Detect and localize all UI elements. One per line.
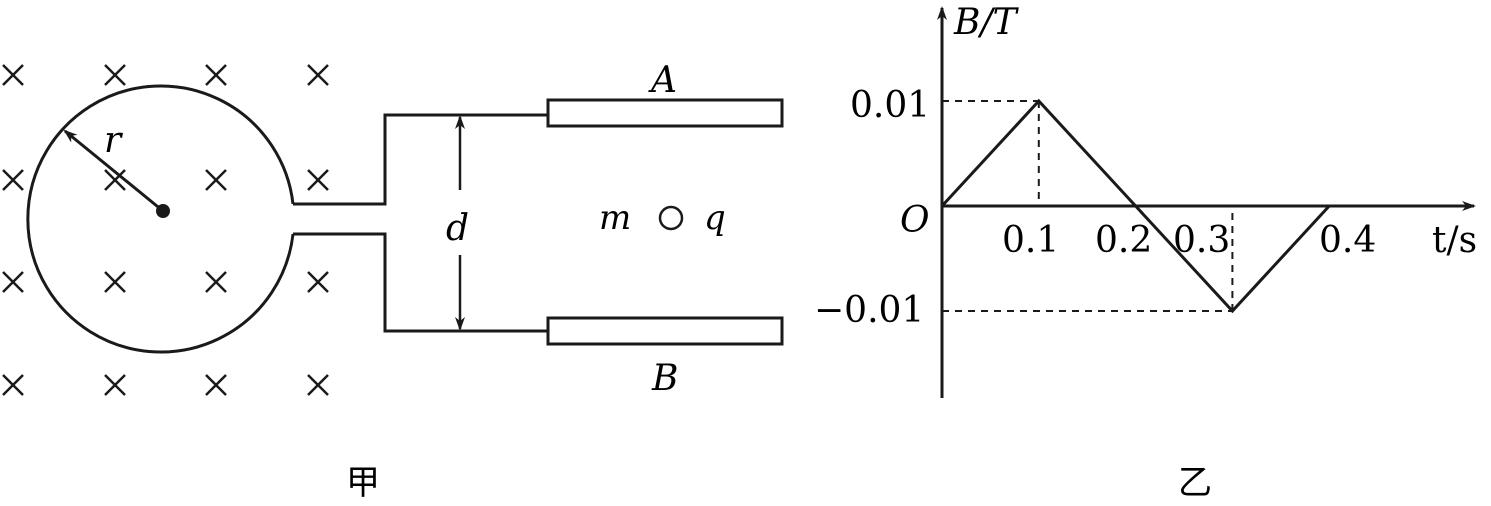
x-tick-label: 0.3 [1173,220,1230,261]
field-cross [205,271,227,293]
mass-label: m [599,198,631,238]
x-tick-label: 0.1 [1002,220,1059,261]
field-cross [104,64,126,86]
field-cross [2,169,24,191]
x-tick-labels: 0.1 0.2 0.3 0.4 [1002,220,1376,261]
x-axis-label: t/s [1432,220,1477,261]
left-caption: 甲 [346,463,380,503]
field-cross [307,374,329,396]
field-cross [307,271,329,293]
plate-b-label: B [651,358,678,399]
field-cross [205,64,227,86]
y-tick-bottom-label: −0.01 [814,290,924,331]
field-cross [2,374,24,396]
field-cross [2,271,24,293]
field-cross [307,64,329,86]
y-axis-label-text: B/T [953,2,1020,43]
charge-label: q [704,198,726,238]
loop-center-dot [156,204,170,218]
lower-lead-wire [293,232,548,333]
field-cross [2,64,24,86]
y-axis-label: B/T [953,2,1020,43]
y-tick-top-label: 0.01 [850,85,930,126]
plate-b [546,316,784,346]
upper-lead-wire [293,113,548,206]
charged-particle [658,205,684,231]
x-tick-label: 0.4 [1319,220,1376,261]
x-tick-label: 0.2 [1095,220,1152,261]
radius-label: r [104,120,123,161]
field-cross [104,169,126,191]
chart-series [940,98,1331,314]
b-field-series-line [940,98,1331,314]
field-cross [104,271,126,293]
plate-a-label: A [648,60,677,101]
circular-loop [26,84,295,354]
right-caption: 乙 [1178,463,1212,503]
field-cross [307,169,329,191]
radius-arrow [63,129,164,213]
field-cross [104,374,126,396]
plate-a [546,98,784,128]
magnetic-field-crosses [2,64,329,396]
distance-label: d [446,208,469,249]
chart-guides [942,100,1234,312]
field-cross [205,169,227,191]
origin-label: O [900,200,930,241]
field-cross [205,374,227,396]
